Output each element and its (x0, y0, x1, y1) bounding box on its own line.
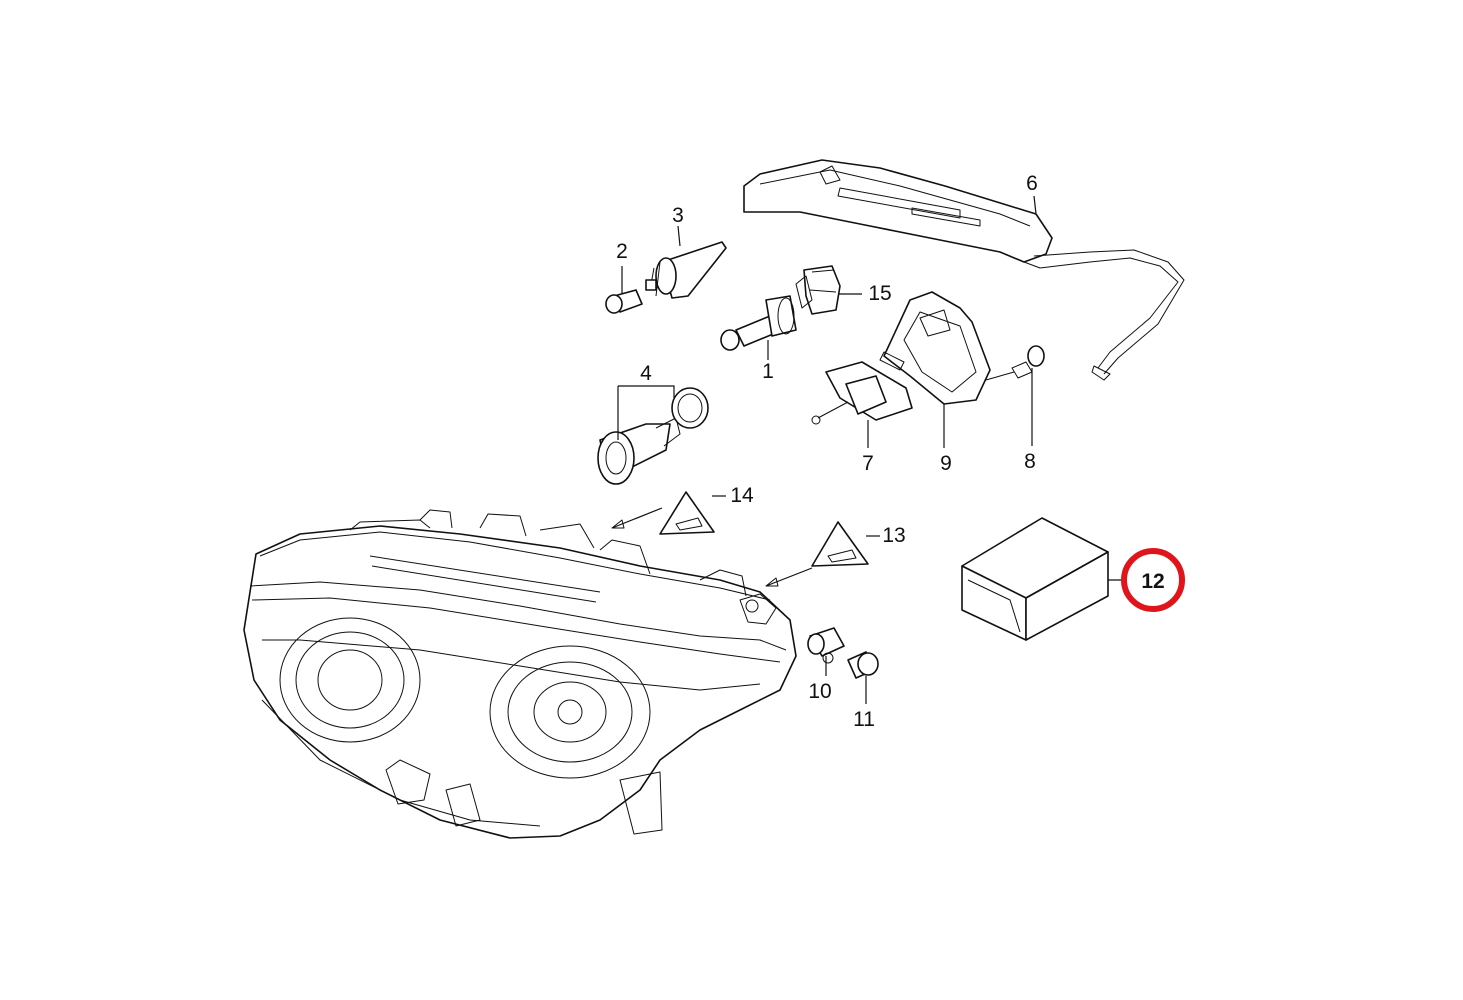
socket-seal-part-4 (597, 387, 709, 485)
box-part-12 (961, 517, 1109, 641)
callout-13: 13 (882, 524, 905, 547)
callout-12: 12 (1141, 570, 1164, 593)
screw-part-8 (985, 345, 1045, 381)
callout-15: 15 (868, 282, 891, 305)
callout-7: 7 (862, 452, 874, 475)
bulb-socket-part-3 (645, 241, 727, 299)
callout-8: 8 (1024, 450, 1036, 473)
bulb-part-10 (807, 627, 845, 664)
callout-14: 14 (730, 484, 754, 507)
warning-triangle-part-13 (811, 521, 869, 567)
callout-1: 1 (762, 360, 774, 383)
callout-2: 2 (616, 240, 628, 263)
headlight-housing (243, 509, 797, 839)
bulb-part-11 (847, 651, 879, 679)
callout-labels: 1 2 3 4 6 7 8 9 10 11 12 13 14 15 (616, 172, 1165, 731)
callout-3: 3 (672, 204, 684, 227)
callout-9: 9 (940, 452, 952, 475)
actuator-part-7 (811, 361, 913, 425)
clip-part-15 (795, 265, 841, 315)
callout-6: 6 (1026, 172, 1038, 195)
small-bulb-part-2 (605, 289, 643, 314)
trim-strip-part-6 (743, 159, 1185, 381)
highlight-ring (1121, 548, 1185, 612)
callout-11: 11 (853, 708, 875, 731)
callout-10: 10 (808, 680, 831, 703)
warning-triangle-part-14 (659, 491, 715, 535)
main-bulb-part-1 (720, 295, 797, 351)
callout-4: 4 (640, 362, 652, 385)
cover-housing-part-9 (879, 291, 991, 405)
leader-lines (611, 195, 1126, 704)
